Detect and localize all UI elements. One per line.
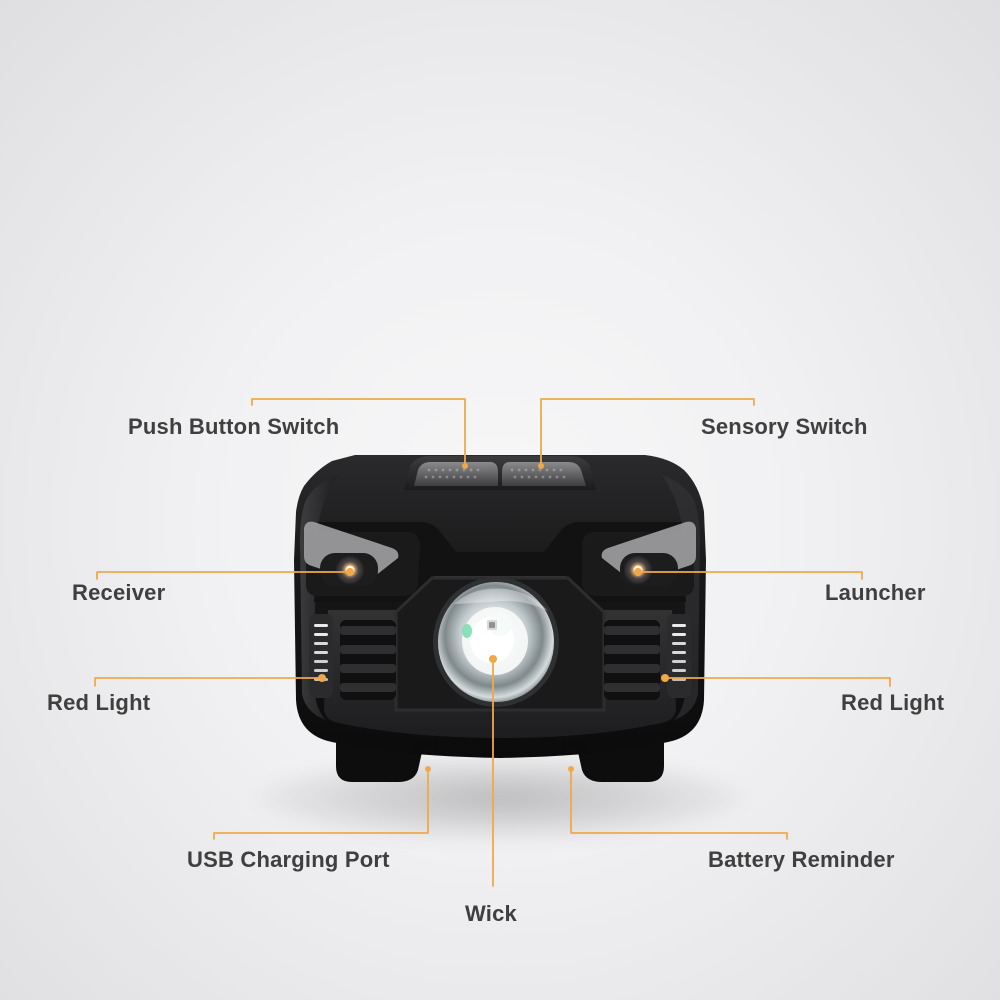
- wick-label: Wick: [465, 901, 517, 926]
- wick-dot: [489, 655, 497, 663]
- usb-port-dot: [425, 766, 431, 772]
- button-texture: [424, 468, 566, 479]
- receiver-callout: [96, 571, 351, 580]
- launcher-sensor: [620, 553, 678, 586]
- receiver-label: Receiver: [72, 580, 166, 605]
- push-button-switch: [414, 462, 498, 486]
- usb-charging-port-label: USB Charging Port: [187, 847, 390, 872]
- launcher-dot: [634, 568, 642, 576]
- left-grille: [340, 620, 396, 700]
- usb-port-cover: [414, 742, 438, 750]
- push-button-dot: [462, 463, 468, 469]
- sensory-switch-callout: [540, 398, 755, 467]
- battery-reminder-label: Battery Reminder: [708, 847, 895, 872]
- red-light-right-dot: [661, 674, 669, 682]
- sensory-switch-dot: [538, 463, 544, 469]
- red-light-right-callout: [664, 677, 891, 687]
- red-light-left-label: Red Light: [47, 690, 151, 715]
- red-light-left-callout: [94, 677, 323, 687]
- battery-reminder-callout: [570, 768, 788, 840]
- red-light-left-dot: [318, 674, 326, 682]
- sensory-switch-label: Sensory Switch: [701, 414, 868, 439]
- red-light-right-label: Red Light: [841, 690, 945, 715]
- right-red-light-module: [667, 614, 691, 698]
- sensory-switch: [502, 462, 586, 486]
- right-grille: [604, 620, 660, 700]
- battery-indicator-cover: [562, 742, 586, 750]
- usb-charging-callout: [213, 768, 429, 840]
- launcher-label: Launcher: [825, 580, 926, 605]
- left-red-light-module: [309, 614, 333, 698]
- launcher-callout: [637, 571, 863, 580]
- receiver-dot: [346, 568, 354, 576]
- push-button-callout: [251, 398, 466, 467]
- main-lens: [433, 577, 559, 707]
- callout-dots: [318, 463, 669, 772]
- callout-lines: [94, 398, 891, 887]
- push-button-switch-label: Push Button Switch: [128, 414, 340, 439]
- battery-reminder-dot: [568, 766, 574, 772]
